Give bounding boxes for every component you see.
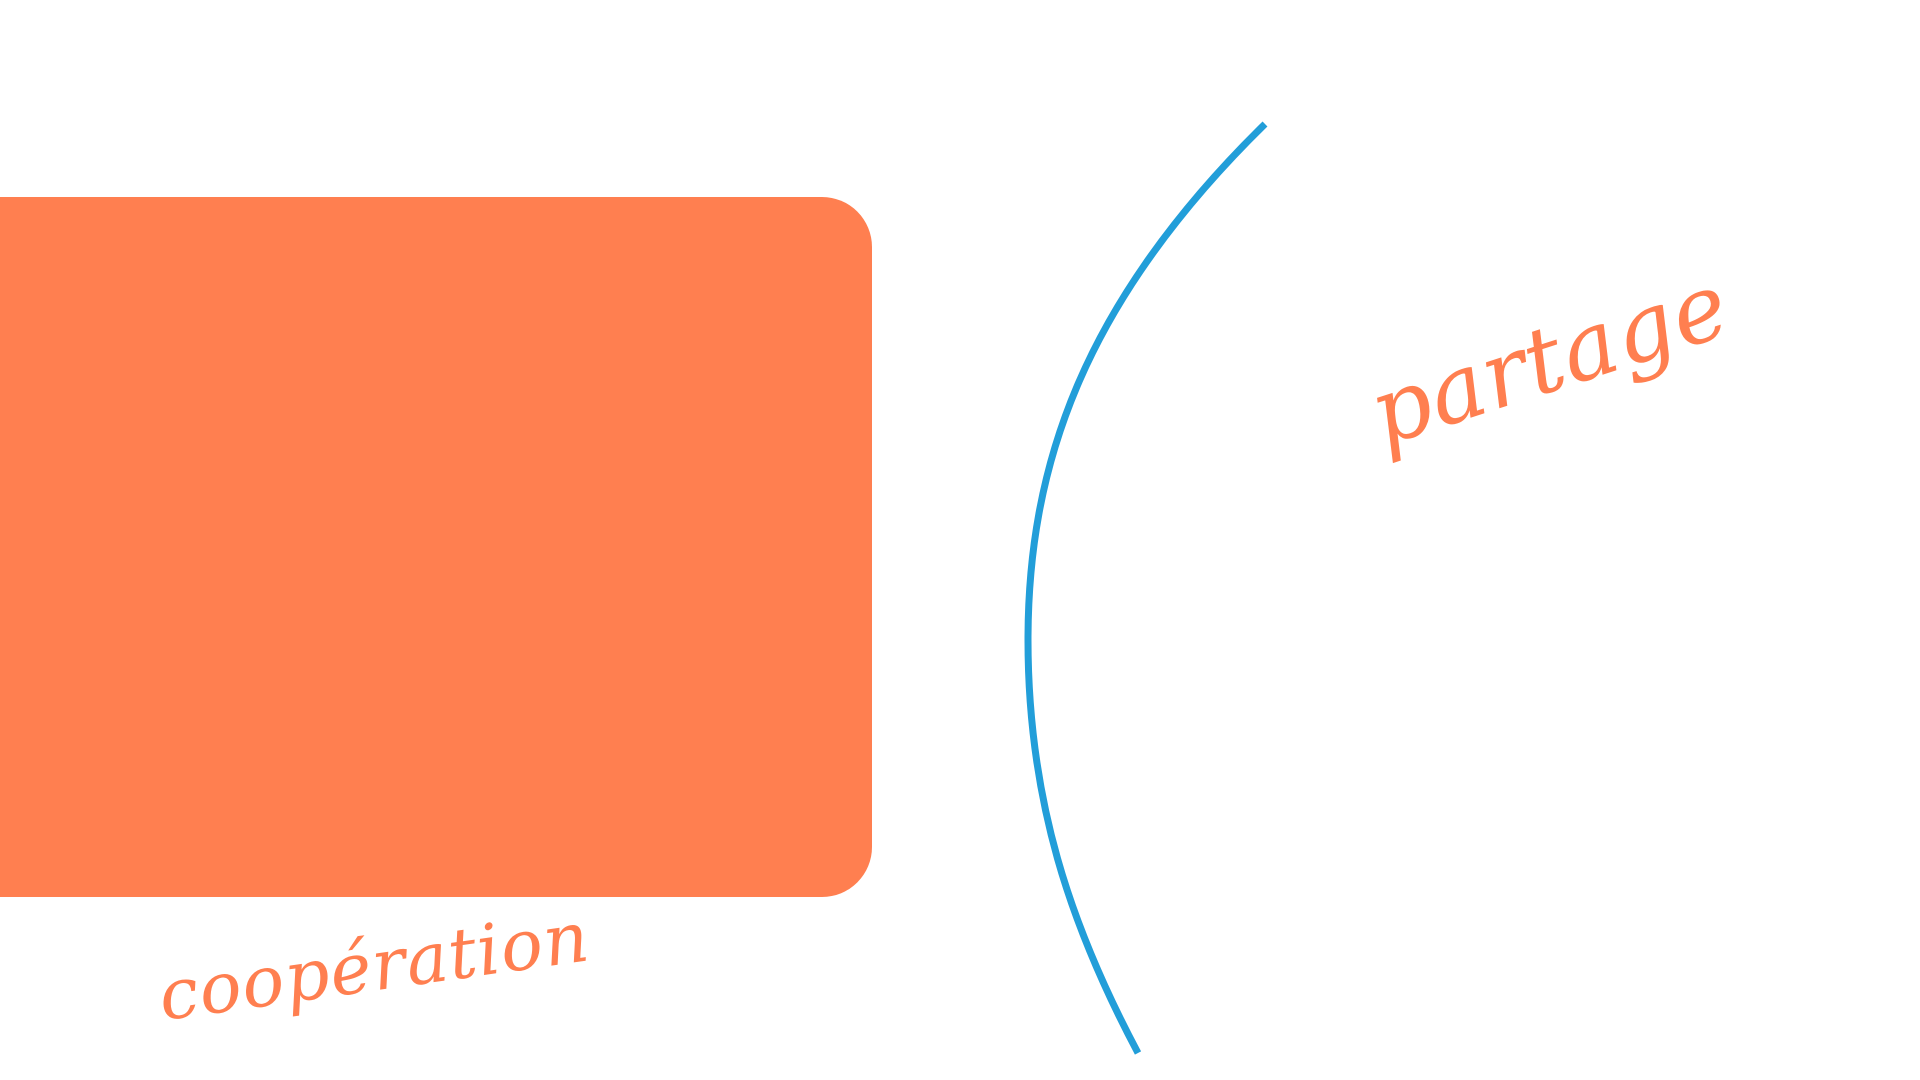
orange-panel bbox=[0, 197, 872, 897]
blue-arc-line bbox=[1024, 121, 1268, 1055]
